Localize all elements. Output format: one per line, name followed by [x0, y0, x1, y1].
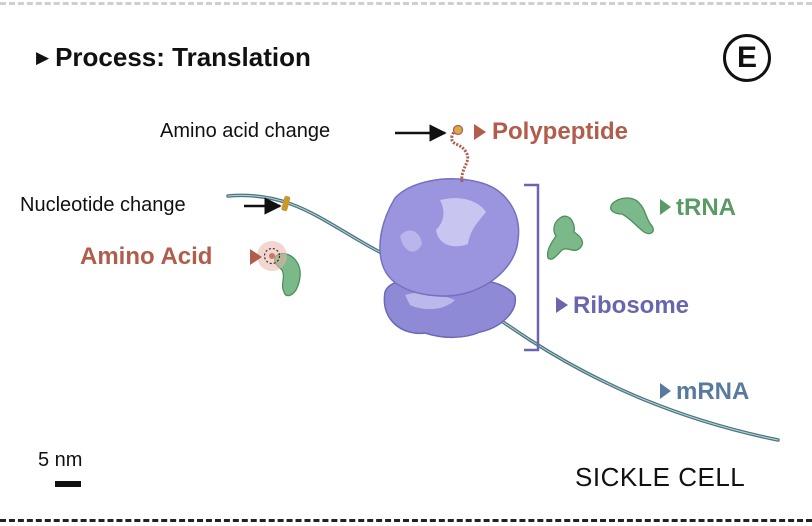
amino-acid-triangle-icon [250, 249, 262, 265]
top-dashed-border [0, 2, 812, 5]
mrna-triangle-icon [660, 383, 671, 399]
ribosome-triangle-icon [556, 297, 568, 313]
amino-acid-label: Amino Acid [80, 243, 213, 270]
nucleotide-change-label: Nucleotide change [20, 194, 186, 216]
scale-bar [55, 481, 81, 487]
bottom-dashed-border [0, 519, 812, 522]
ribosome-large-subunit [379, 178, 520, 297]
play-triangle-icon: ▶ [36, 47, 50, 67]
trna-molecule-1 [546, 215, 584, 260]
mrna-label: mRNA [676, 378, 750, 405]
ribosome-label: Ribosome [573, 292, 690, 319]
scale-bar-label: 5 nm [38, 449, 83, 471]
amino-acid-change-label: Amino acid change [160, 120, 331, 142]
trna-label: tRNA [676, 194, 736, 221]
nucleotide-mutation-marker [281, 195, 291, 212]
trna-molecule-2 [610, 197, 654, 235]
trna-triangle-icon [660, 199, 671, 215]
polypeptide-triangle-icon [474, 124, 486, 140]
panel-header: ▶ Process: Translation [36, 42, 311, 73]
panel-letter-badge: E [723, 34, 771, 82]
polypeptide-chain [450, 124, 470, 183]
ribosome-bracket [524, 183, 540, 352]
panel-title: Process: Translation [55, 42, 311, 72]
footer-caption: SICKLE CELL [575, 462, 746, 492]
polypeptide-label: Polypeptide [492, 118, 629, 145]
